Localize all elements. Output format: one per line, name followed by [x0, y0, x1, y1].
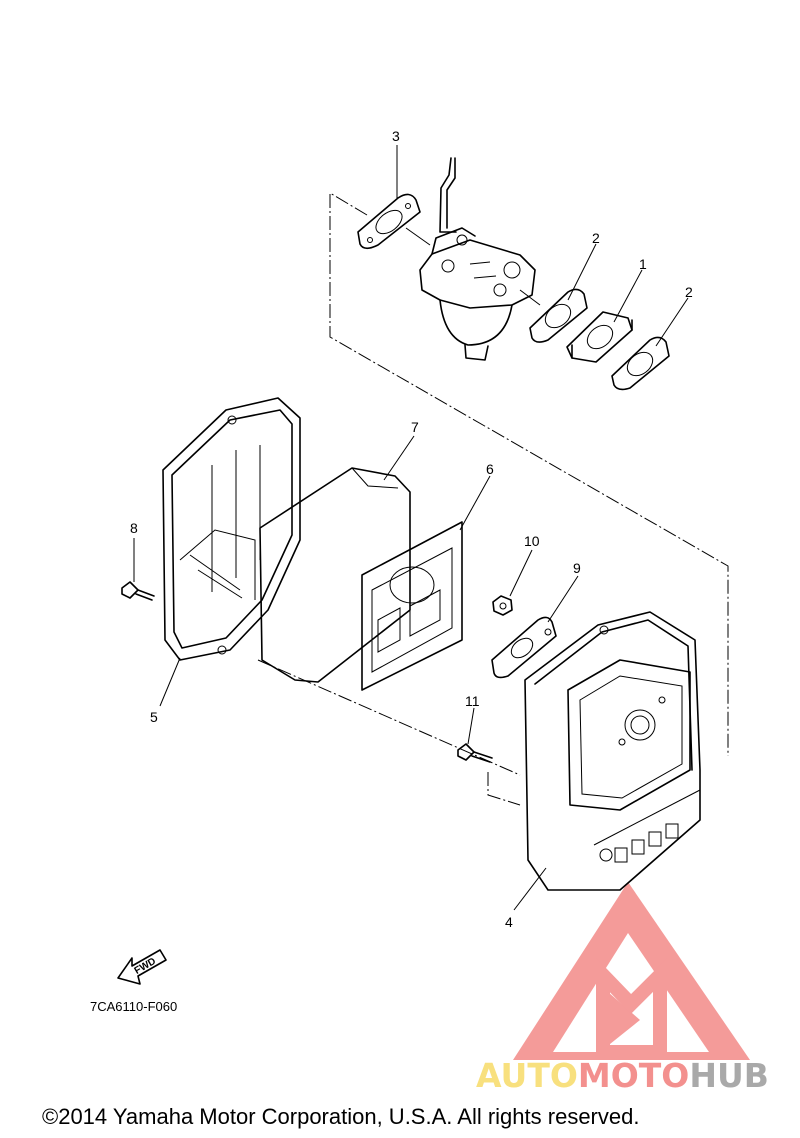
- callout-8: 8: [130, 520, 138, 536]
- callout-3: 3: [392, 128, 400, 144]
- filter-holder-6: [361, 521, 463, 691]
- callout-1: 1: [639, 256, 647, 272]
- air-cleaner-case-5: [162, 397, 301, 661]
- svg-text:AUTOMOTOHUB: AUTOMOTOHUB: [476, 1056, 769, 1095]
- callout-6: 6: [486, 461, 494, 477]
- filter-element-7: [259, 467, 411, 683]
- copyright-text: ©2014 Yamaha Motor Corporation, U.S.A. A…: [42, 1104, 639, 1129]
- bolt-8: [121, 581, 155, 601]
- insulator-1: [566, 311, 633, 363]
- gasket-9: [491, 616, 557, 679]
- automotohub-logo: [513, 882, 750, 1060]
- fwd-label: FWD: [133, 956, 158, 977]
- wordmark-moto: MOTO: [578, 1056, 689, 1095]
- air-cleaner-cover-4: [524, 611, 701, 891]
- wordmark-auto: AUTO: [476, 1056, 578, 1095]
- gasket-2-upper: [529, 288, 588, 343]
- gasket-2-lower: [611, 336, 670, 391]
- guide-lines: [257, 192, 729, 806]
- callout-10: 10: [524, 533, 540, 549]
- callout-5: 5: [150, 709, 158, 725]
- callout-labels: 3 2 1 2 7 6 8 10 9 5 11 4: [130, 128, 693, 930]
- callout-9: 9: [573, 560, 581, 576]
- fwd-arrow-icon: FWD: [117, 949, 167, 985]
- wordmark-hub: HUB: [689, 1056, 769, 1095]
- bolt-11: [457, 743, 493, 763]
- callout-2-lower: 2: [685, 284, 693, 300]
- gasket-3: [357, 193, 421, 250]
- callout-4: 4: [505, 914, 513, 930]
- automotohub-wordmark: AUTOMOTOHUB: [476, 1056, 769, 1095]
- callout-7: 7: [411, 419, 419, 435]
- carburetor: [405, 157, 541, 361]
- leader-lines: [133, 145, 689, 911]
- callout-11: 11: [465, 693, 480, 709]
- figure-code: 7CA6110-F060: [90, 999, 177, 1014]
- callout-2-upper: 2: [592, 230, 600, 246]
- nut-10: [492, 595, 513, 616]
